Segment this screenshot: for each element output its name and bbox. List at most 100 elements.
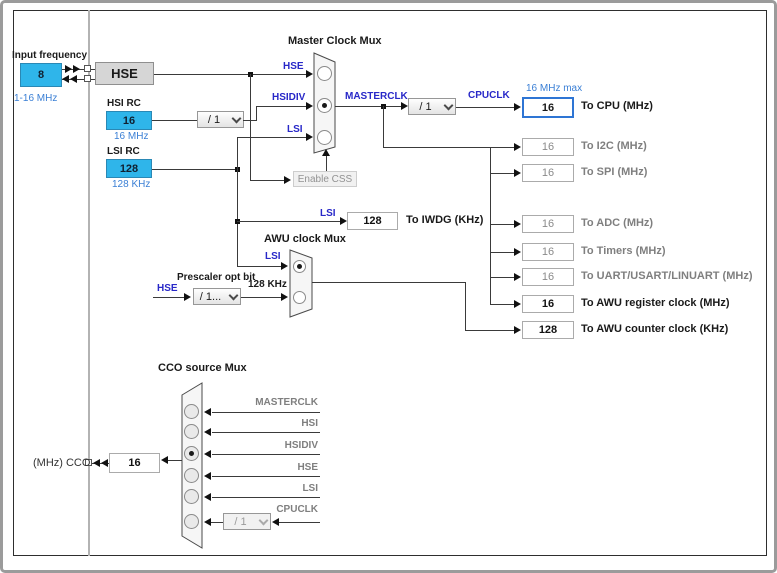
to-awu-register-value: 16 (522, 295, 574, 313)
awu-lsi-signal-label: LSI (265, 251, 281, 262)
wire (383, 147, 514, 148)
iwdg-lsi-signal-label: LSI (320, 208, 336, 219)
wire (490, 147, 491, 304)
wire (168, 460, 182, 461)
cpu-max-label: 16 MHz max (526, 83, 583, 94)
to-spi-value: 16 (522, 164, 574, 182)
wire (256, 106, 306, 107)
hse-signal-label: HSE (283, 61, 304, 72)
cco-mux-title: CCO source Mux (158, 362, 247, 374)
wire (152, 169, 237, 170)
cco-mux-radio-lsi[interactable] (184, 489, 199, 504)
to-i2c-value: 16 (522, 138, 574, 156)
awu-khz-label: 128 KHz (248, 279, 287, 290)
hsi-divider-value: / 1 (207, 113, 221, 126)
chip-boundary-line (88, 10, 90, 556)
awu-mux-title: AWU clock Mux (264, 233, 346, 245)
wire (250, 180, 284, 181)
to-awu-counter-value: 128 (522, 321, 574, 339)
arrow-left-icon (204, 450, 211, 458)
to-uart-label: To UART/USART/LINUART (MHz) (581, 270, 753, 282)
wire (212, 476, 320, 477)
cpuclk-signal-label: CPUCLK (468, 90, 510, 101)
lsi-caption: 128 KHz (112, 179, 151, 190)
hsi-value-field[interactable]: 16 (106, 111, 152, 130)
wire (212, 412, 320, 413)
arrow-right-icon (184, 293, 191, 301)
to-iwdg-value: 128 (347, 212, 398, 230)
prescaler-hse-signal-label: HSE (157, 283, 178, 294)
to-i2c-label: To I2C (MHz) (581, 140, 647, 152)
cco-mux-radio-hsidiv[interactable] (184, 446, 199, 461)
master-mux-radio-hsidiv[interactable] (317, 98, 332, 113)
cco-value: 16 (109, 453, 160, 473)
wire (211, 522, 223, 523)
wire (335, 106, 401, 107)
masterclk-signal-label: MASTERCLK (345, 91, 408, 102)
cco-mux-radio-hsi[interactable] (184, 424, 199, 439)
arrow-right-icon (284, 176, 291, 184)
arrow-left-icon (204, 428, 211, 436)
hsi-caption: 16 MHz (114, 131, 149, 142)
to-cpu-label: To CPU (MHz) (581, 100, 653, 112)
wire (237, 137, 238, 266)
master-mux-radio-lsi[interactable] (317, 130, 332, 145)
enable-css-button[interactable]: Enable CSS (293, 171, 357, 187)
cco-mux-radio-cpuclk[interactable] (184, 514, 199, 529)
cpu-divider-value: / 1 (419, 100, 432, 113)
lsi-value-field[interactable]: 128 (106, 159, 152, 178)
lsi-title: LSI RC (107, 146, 140, 157)
arrow-left-icon (204, 408, 211, 416)
wire (312, 282, 465, 283)
awu-mux-radio-lsi[interactable] (293, 260, 306, 273)
wire (383, 106, 384, 147)
to-adc-label: To ADC (MHz) (581, 217, 654, 229)
arrow-right-icon (514, 169, 521, 177)
cco-mux-radio-masterclk[interactable] (184, 404, 199, 419)
wire (279, 522, 320, 523)
cco-mux-radio-hse[interactable] (184, 468, 199, 483)
cpu-divider-select[interactable]: / 1 (408, 98, 456, 115)
arrow-right-icon (281, 293, 288, 301)
awu-prescaler-value: / 1... (199, 290, 222, 303)
arrow-right-icon (281, 262, 288, 270)
hsidiv-signal-label: HSIDIV (272, 92, 306, 103)
wire (212, 432, 320, 433)
awu-prescaler-select[interactable]: / 1... (193, 288, 241, 305)
master-mux-radio-hse[interactable] (317, 66, 332, 81)
wire (256, 106, 257, 121)
cco-pin (85, 459, 92, 466)
input-frequency-field[interactable]: 8 (20, 63, 62, 87)
cco-label: (MHz) CCO (33, 457, 91, 469)
awu-mux-radio-hse[interactable] (293, 291, 306, 304)
to-timers-value: 16 (522, 243, 574, 261)
cco-divider-select[interactable]: / 1 (223, 513, 271, 530)
to-iwdg-label: To IWDG (KHz) (406, 214, 484, 226)
wire (456, 107, 514, 108)
arrow-left-icon (62, 75, 69, 83)
wire (152, 120, 197, 121)
to-spi-label: To SPI (MHz) (581, 166, 648, 178)
arrow-left-icon (204, 518, 211, 526)
to-awu-register-label: To AWU register clock (MHz) (581, 297, 730, 309)
wire (490, 277, 514, 278)
master-mux-title: Master Clock Mux (288, 35, 382, 47)
wire (326, 156, 327, 171)
arrow-right-icon (306, 102, 313, 110)
oscin-pin (84, 65, 91, 72)
arrow-right-icon (514, 143, 521, 151)
hsi-divider-select[interactable]: / 1 (197, 111, 244, 128)
arrow-left-icon (101, 459, 108, 467)
lsi-signal-label: LSI (287, 124, 303, 135)
cco-input-hsi-label: HSI (301, 418, 318, 429)
wire (153, 297, 184, 298)
wire (212, 497, 320, 498)
arrow-right-icon (306, 70, 313, 78)
wire (490, 173, 514, 174)
arrow-left-icon (161, 456, 168, 464)
arrow-right-icon (514, 300, 521, 308)
wire (241, 297, 281, 298)
chevron-down-icon (442, 100, 455, 110)
chevron-down-icon (227, 290, 240, 300)
